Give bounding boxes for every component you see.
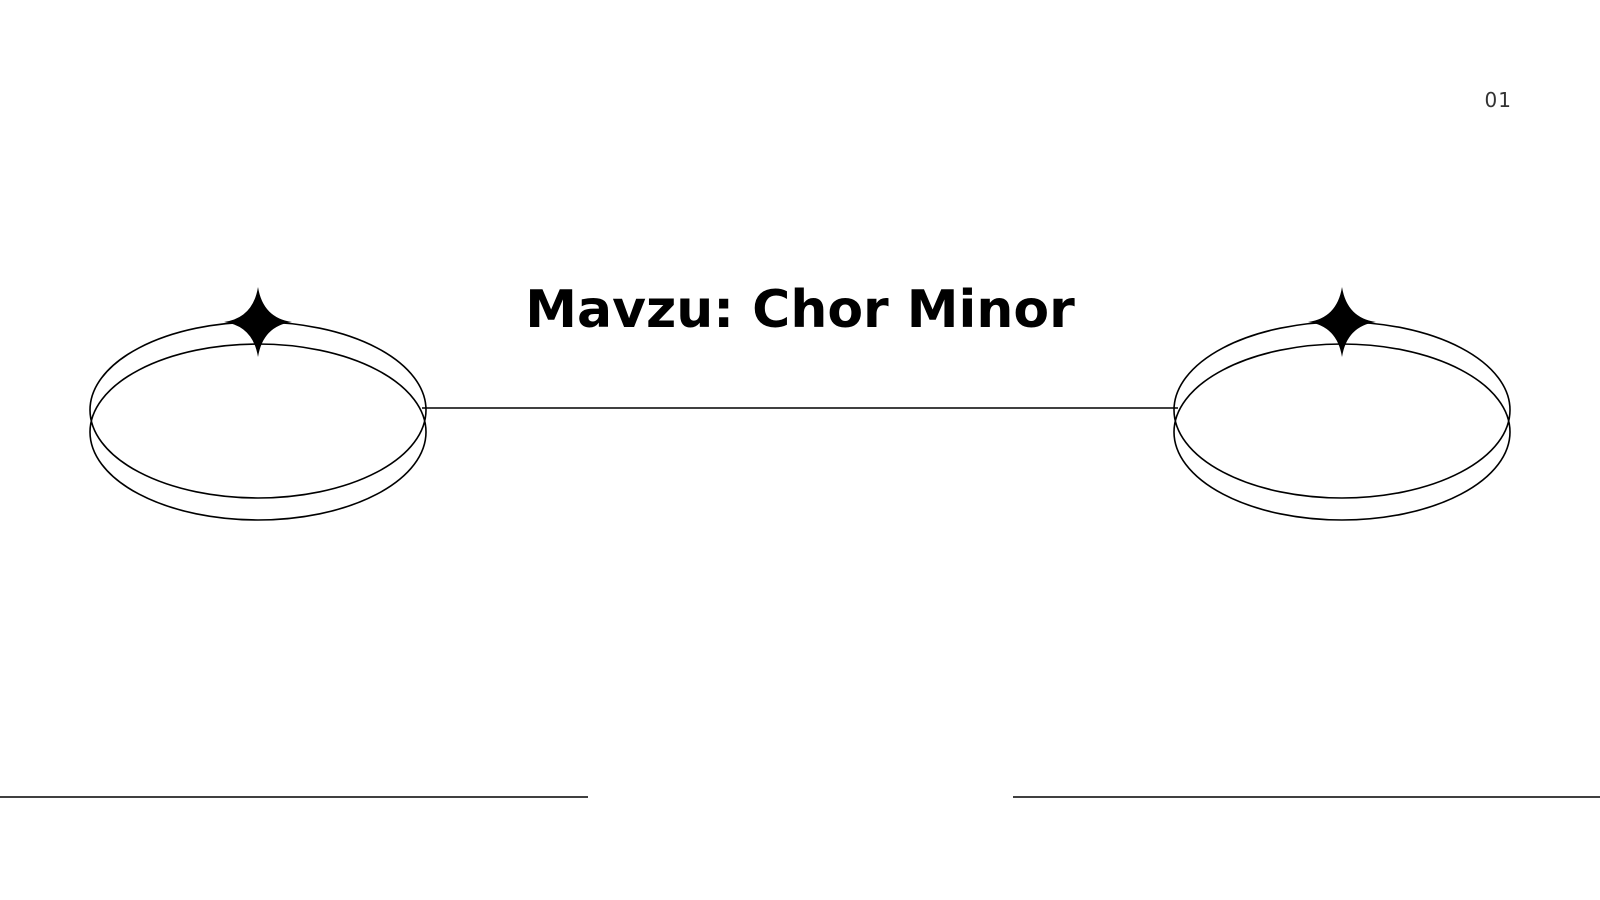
- slide-title: Mavzu: Chor Minor: [525, 280, 1075, 340]
- right-sparkle-icon: [1308, 287, 1376, 357]
- right-ring-icon: [1173, 287, 1511, 521]
- page-number: 01: [1484, 88, 1512, 112]
- left-ring-icon: [89, 287, 427, 521]
- left-sparkle-icon: [224, 287, 292, 357]
